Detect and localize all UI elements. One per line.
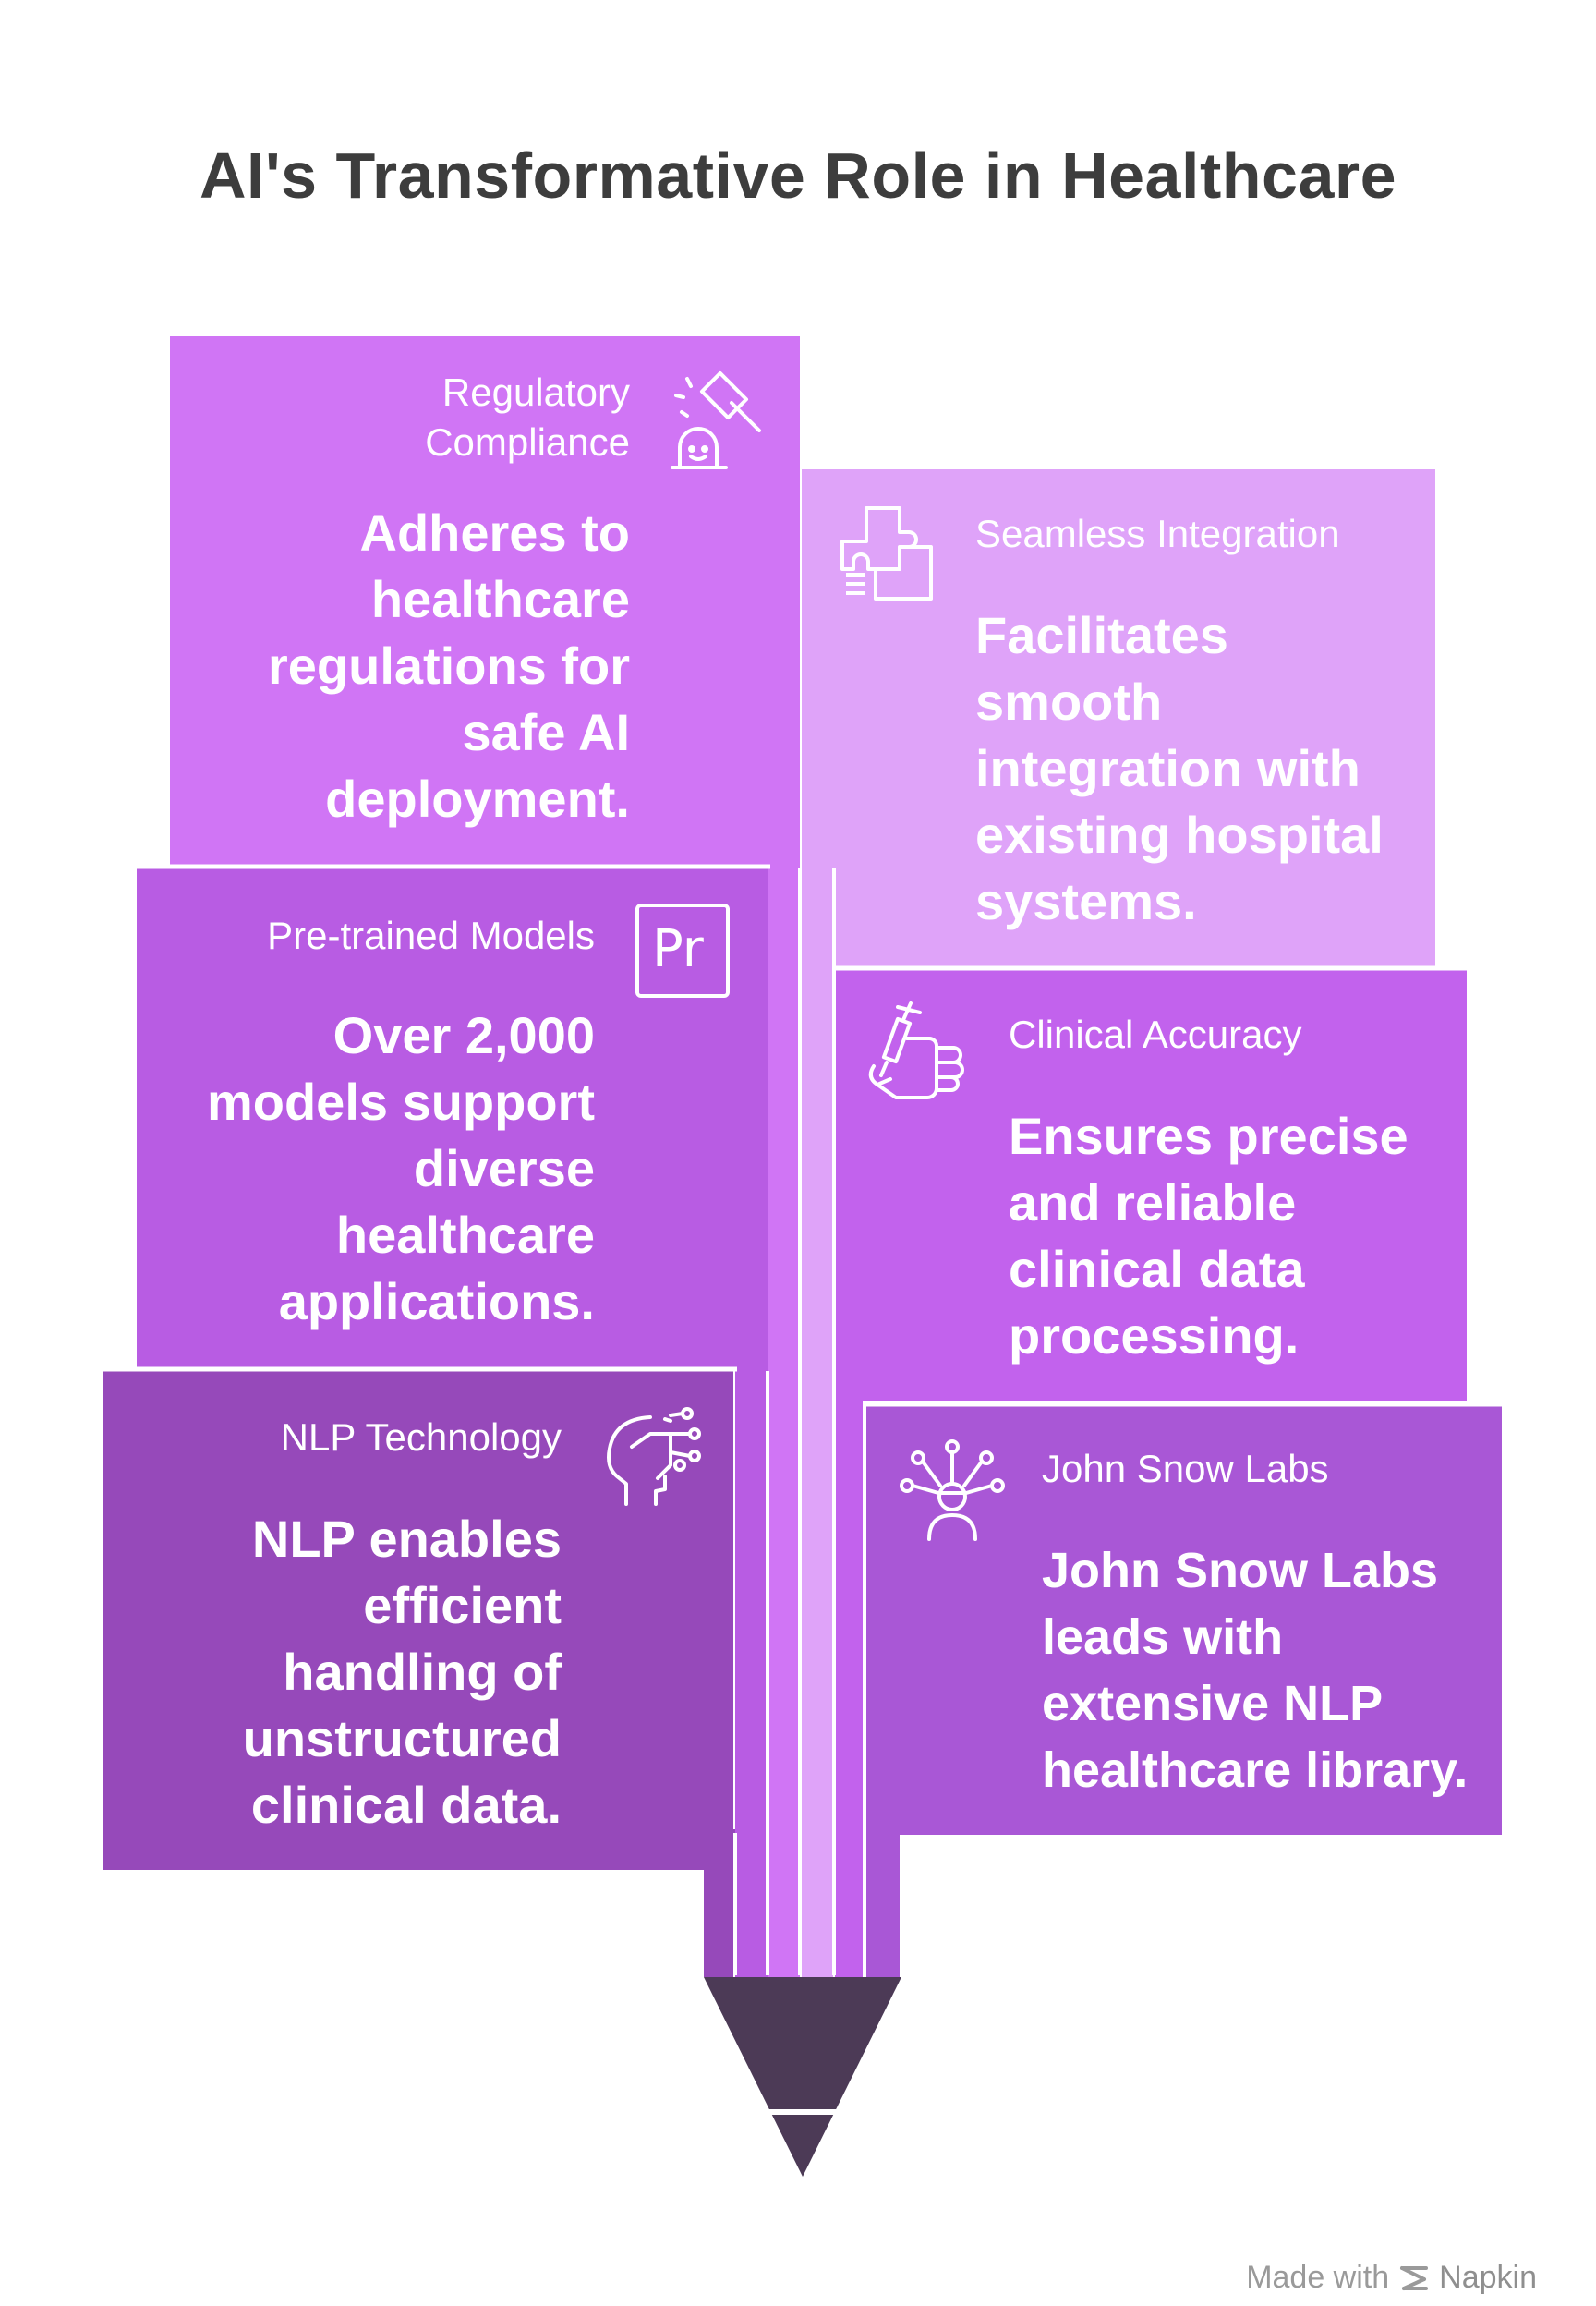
strip-seamless (802, 469, 833, 1977)
body-johnsnow-line: healthcare library. (1042, 1742, 1469, 1798)
body-seamless-line: smooth (975, 673, 1163, 731)
made-with-napkin[interactable]: Made with Napkin (1246, 2260, 1537, 2296)
body-pretrained-line: healthcare (335, 1206, 595, 1264)
heading-johnsnow: John Snow Labs (1042, 1447, 1329, 1490)
body-nlp-line: efficient (363, 1576, 562, 1634)
body-clinical: Ensures precise and reliable clinical da… (1009, 1103, 1456, 1369)
body-seamless-line: systems. (975, 872, 1197, 930)
body-regulatory: Adheres to healthcare regulations for sa… (185, 500, 630, 832)
card-bg-clinical (835, 970, 1467, 1401)
hand-syringe-icon (868, 1001, 964, 1099)
strip-clinical (835, 970, 863, 1977)
body-johnsnow-line: extensive NLP (1042, 1676, 1384, 1731)
body-johnsnow: John Snow Labs leads with extensive NLP … (1042, 1537, 1502, 1803)
body-seamless-line: integration with (975, 739, 1360, 797)
body-regulatory-line: Adheres to (359, 504, 631, 562)
heading-seamless: Seamless Integration (975, 512, 1340, 555)
puzzle-icon (840, 506, 933, 601)
body-clinical-line: and reliable (1009, 1173, 1297, 1232)
body-pretrained-line: diverse (413, 1139, 595, 1197)
card-bg-pretrained (137, 868, 768, 1367)
body-clinical-line: processing. (1009, 1306, 1300, 1365)
card-separators (102, 864, 1504, 1407)
body-regulatory-line: regulations for (267, 637, 630, 695)
made-with-label: Made with (1246, 2260, 1390, 2295)
strip-nlp (704, 1371, 733, 1977)
body-nlp: NLP enables efficient handling of unstru… (115, 1506, 562, 1839)
body-regulatory-line: safe AI (462, 703, 630, 761)
body-clinical-line: clinical data (1009, 1240, 1305, 1298)
body-nlp-line: clinical data. (250, 1776, 562, 1834)
page-title: AI's Transformative Role in Healthcare (199, 140, 1397, 212)
premiere-pro-icon-text: Pr (652, 919, 704, 979)
heading-regulatory-line1: Regulatory (441, 370, 630, 414)
strip-separators (733, 868, 866, 1975)
card-bg-johnsnow (868, 1406, 1502, 1835)
napkin-brand-label: Napkin (1439, 2260, 1537, 2295)
body-johnsnow-line: John Snow Labs (1042, 1543, 1439, 1598)
body-seamless: Facilitates smooth integration with exis… (975, 602, 1419, 935)
napkin-logo-icon (1400, 2265, 1429, 2290)
body-johnsnow-line: leads with (1042, 1609, 1284, 1665)
gavel-icon (671, 370, 761, 469)
body-clinical-line: Ensures precise (1009, 1107, 1409, 1165)
heading-pretrained: Pre-trained Models (267, 914, 595, 957)
strip-pretrained (735, 868, 768, 1977)
heading-nlp: NLP Technology (280, 1415, 562, 1459)
pencil-tip (704, 1977, 901, 2177)
premiere-pro-icon: Pr (635, 904, 730, 998)
card-bg-regulatory (170, 336, 800, 865)
strip-johnsnow (866, 1406, 900, 1977)
card-bg-nlp (103, 1371, 733, 1870)
heading-regulatory-line2: Compliance (425, 420, 630, 464)
body-regulatory-line: healthcare (370, 570, 630, 628)
card-bg-seamless (804, 469, 1435, 966)
body-seamless-line: existing hospital (975, 806, 1384, 864)
network-person-icon (900, 1439, 1005, 1541)
body-pretrained-line: applications. (278, 1272, 595, 1330)
body-pretrained-line: models support (206, 1073, 595, 1131)
body-nlp-line: NLP enables (251, 1510, 562, 1568)
heading-clinical: Clinical Accuracy (1009, 1013, 1302, 1056)
body-nlp-line: unstructured (242, 1709, 562, 1767)
head-circuit-icon (607, 1407, 701, 1506)
body-nlp-line: handling of (283, 1643, 562, 1701)
body-regulatory-line: deployment. (325, 770, 630, 828)
body-pretrained: Over 2,000 models support diverse health… (148, 1002, 595, 1335)
body-seamless-line: Facilitates (975, 606, 1228, 664)
body-pretrained-line: Over 2,000 (332, 1006, 595, 1064)
strip-regulatory (767, 336, 800, 1977)
heading-regulatory: Regulatory Compliance (351, 368, 630, 467)
